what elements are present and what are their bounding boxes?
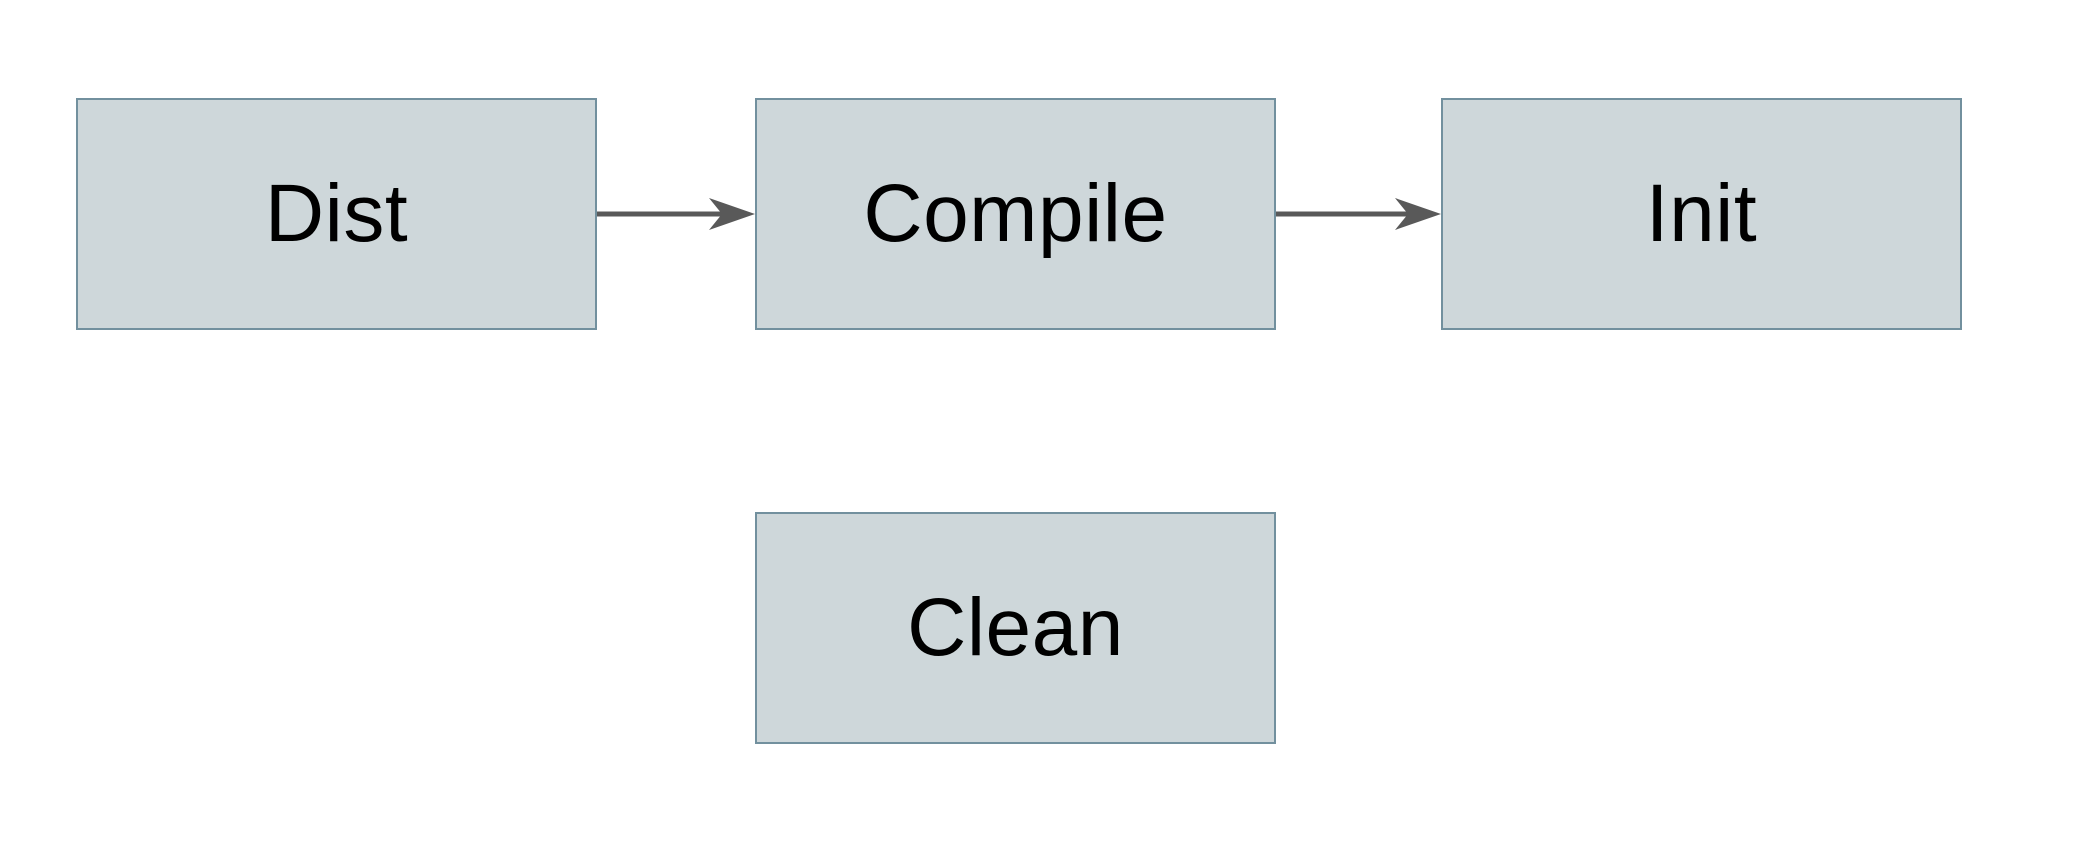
node-compile: Compile	[755, 98, 1276, 330]
node-clean-label: Clean	[907, 582, 1124, 673]
node-dist: Dist	[76, 98, 597, 330]
node-init: Init	[1441, 98, 1962, 330]
node-compile-label: Compile	[863, 168, 1168, 259]
node-init-label: Init	[1645, 168, 1758, 259]
node-clean: Clean	[755, 512, 1276, 744]
node-dist-label: Dist	[264, 168, 409, 259]
